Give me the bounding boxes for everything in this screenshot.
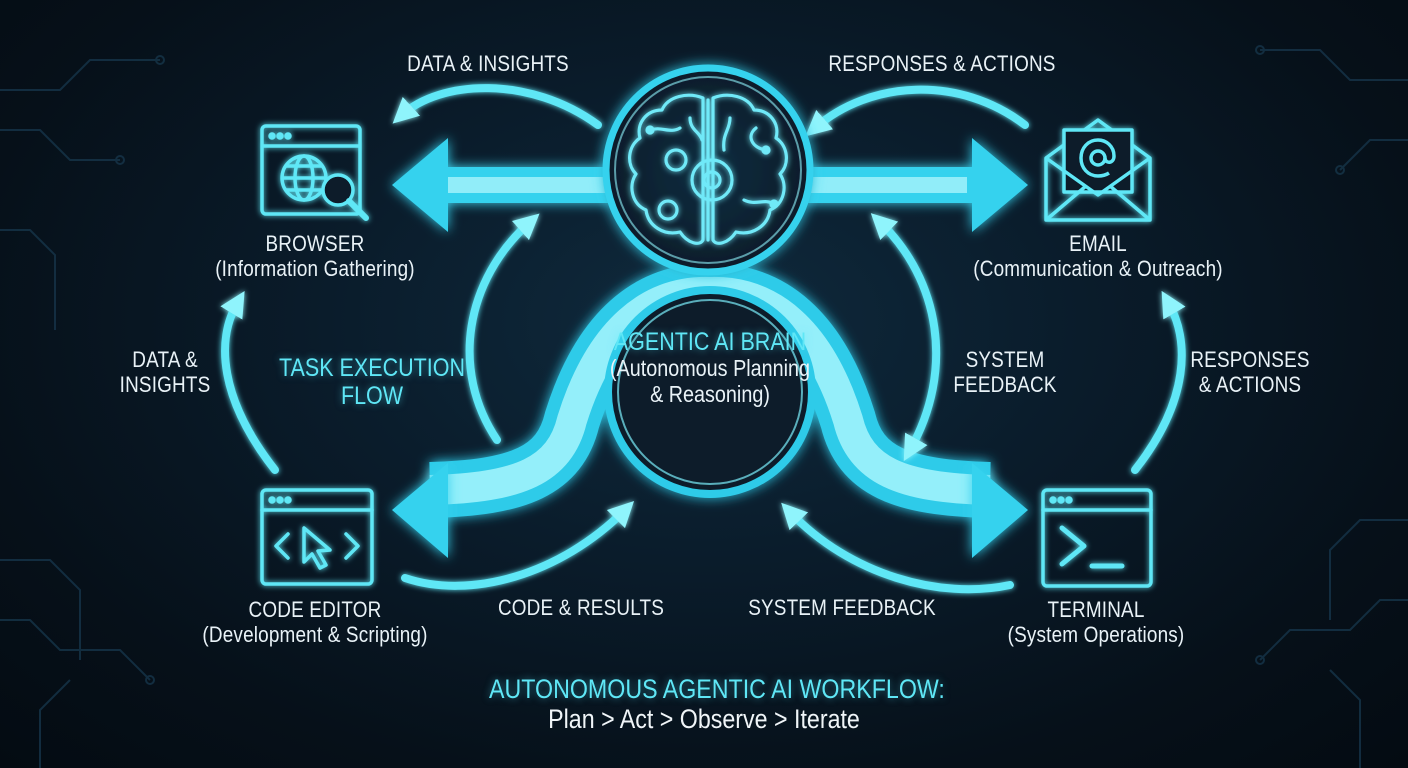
arrow-right-outer (1131, 290, 1186, 474)
task-execution-line2: FLOW (340, 382, 404, 410)
terminal-role: (System Operations) (1007, 621, 1185, 647)
globe-search-icon (260, 124, 369, 221)
flow-label-inner-right-line1: SYSTEM (965, 347, 1045, 372)
flow-label-bottom-left: CODE & RESULTS (497, 595, 665, 620)
flow-label-inner-right-line2: FEEDBACK (953, 371, 1057, 397)
workflow-steps: Plan > Act > Observe > Iterate (548, 704, 860, 735)
browser-label: BROWSER (Information Gathering) (186, 231, 444, 281)
terminal-name: TERMINAL (1047, 597, 1145, 622)
center-subtitle-line1: (Autonomous Planning (609, 355, 811, 381)
code-editor-role: (Development & Scripting) (202, 621, 428, 647)
circuit-traces (0, 45, 1408, 768)
envelope-at-icon (1044, 118, 1152, 222)
center-subtitle-line2: & Reasoning) (650, 380, 770, 407)
browser-role: (Information Gathering) (215, 255, 415, 281)
center-label: AGENTIC AI BRAIN (Autonomous Planning & … (590, 328, 831, 408)
workflow-title: AUTONOMOUS AGENTIC AI WORKFLOW: (489, 674, 945, 704)
thin-flow-arrows (220, 84, 1186, 594)
code-editor-label: CODE EDITOR (Development & Scripting) (182, 597, 449, 647)
task-execution-label: TASK EXECUTION FLOW (274, 354, 470, 410)
flow-label-bottom-right: SYSTEM FEEDBACK (748, 595, 936, 620)
brain-icon (602, 64, 814, 276)
workflow-footer: AUTONOMOUS AGENTIC AI WORKFLOW: Plan > A… (489, 674, 945, 735)
flow-label-left: DATA & INSIGHTS (105, 347, 225, 397)
bottom-right-arrowhead (972, 463, 1028, 558)
browser-name: BROWSER (265, 231, 365, 256)
flow-label-top-left: DATA & INSIGHTS (407, 51, 569, 76)
bottom-left-arrowhead (392, 463, 448, 558)
terminal-prompt-icon (1041, 488, 1153, 588)
arrow-top-right (805, 85, 1029, 137)
main-flow-band (429, 263, 991, 518)
flow-label-inner-right: SYSTEM FEEDBACK (945, 347, 1065, 397)
flow-label-top-right: RESPONSES & ACTIONS (828, 51, 1056, 76)
top-left-arrow (392, 138, 615, 232)
flow-label-right: RESPONSES & ACTIONS (1181, 347, 1319, 397)
arrow-bottom-right (781, 502, 1014, 594)
email-label: EMAIL (Communication & Outreach) (960, 231, 1235, 281)
arrow-left-outer (220, 291, 279, 474)
terminal-label: TERMINAL (System Operations) (983, 597, 1208, 647)
center-title: AGENTIC AI BRAIN (613, 328, 807, 356)
task-execution-line1: TASK EXECUTION (279, 354, 465, 382)
email-role: (Communication & Outreach) (973, 255, 1223, 281)
arrow-top-left (392, 84, 602, 129)
email-name: EMAIL (1069, 231, 1127, 256)
arrow-bottom-left (401, 500, 635, 590)
code-editor-name: CODE EDITOR (248, 597, 382, 622)
flow-label-left-line1: DATA & (132, 347, 198, 372)
arrow-inner-left (465, 213, 540, 444)
flow-label-right-line2: & ACTIONS (1198, 371, 1302, 397)
flow-label-right-line1: RESPONSES (1190, 347, 1310, 372)
top-right-arrow (795, 138, 1028, 232)
code-cursor-icon (260, 488, 374, 586)
flow-label-left-line2: INSIGHTS (119, 371, 211, 397)
arrow-inner-right (870, 213, 941, 462)
